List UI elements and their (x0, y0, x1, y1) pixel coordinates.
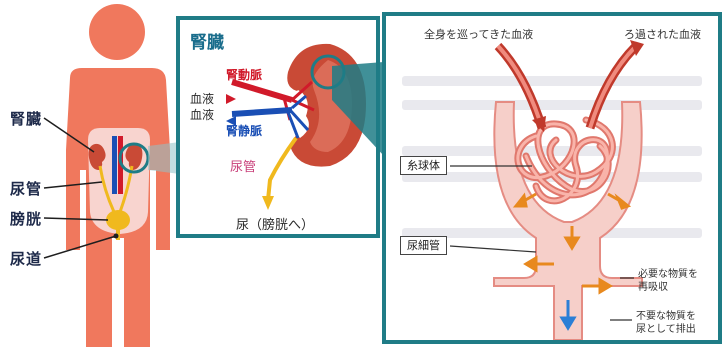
label-kidney: 腎臓 (10, 108, 42, 129)
label-blood-out: 血液 (190, 106, 214, 123)
label-ureter: 尿管 (10, 178, 42, 199)
label-renal-vein: 腎静脈 (226, 122, 262, 139)
note-reabsorb: 必要な物質を 再吸収 (638, 268, 698, 294)
label-blood-in-nephron: 全身を巡ってきた血液 (424, 28, 533, 41)
label-urethra: 尿道 (10, 248, 42, 269)
label-ureter-panel: 尿管 (230, 156, 256, 175)
label-bladder: 膀胱 (10, 208, 42, 229)
label-urine: 尿（膀胱へ） (236, 214, 314, 233)
head-shape (89, 4, 145, 60)
label-blood-out-nephron: ろ過された血液 (624, 28, 701, 41)
label-tubule: 尿細管 (400, 236, 447, 255)
bladder-icon (106, 210, 130, 230)
nephron-panel: 全身を巡ってきた血液 ろ過された血液 糸球体 尿細管 必要な物質を 再吸収 不要… (382, 12, 722, 344)
connector-kidney-nephron (330, 60, 390, 160)
note-excrete: 不要な物質を 尿として排出 (636, 310, 696, 336)
label-blood-in: 血液 (190, 90, 214, 107)
label-renal-artery: 腎動脈 (226, 66, 262, 83)
label-glomerulus: 糸球体 (400, 156, 447, 175)
